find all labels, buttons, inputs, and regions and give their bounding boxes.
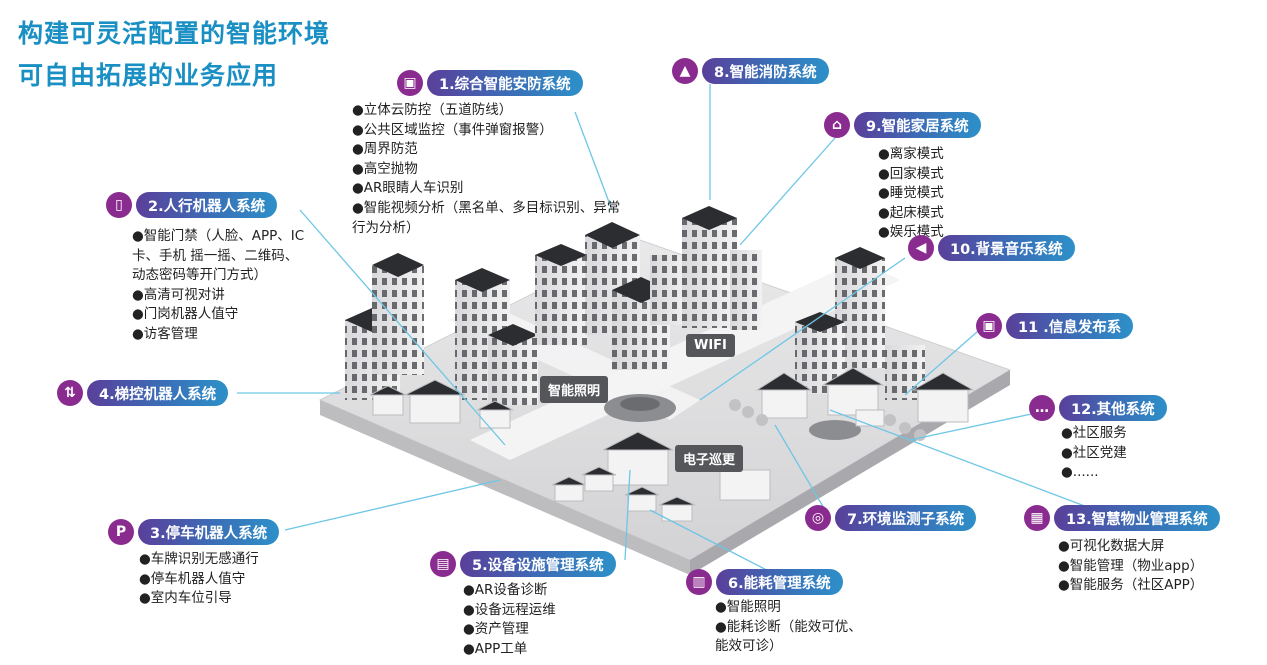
system-3-parking: P 3.停车机器人系统 <box>108 519 280 545</box>
list-item: ●社区党建 <box>1061 444 1127 461</box>
display-icon: ▣ <box>976 313 1002 339</box>
system-13-property: ▦ 13.智慧物业管理系统 <box>1024 505 1220 531</box>
system-13-items: ●可视化数据大屏 ●智能管理（物业app） ●智能服务（社区APP） <box>1058 537 1203 596</box>
system-9-label: 9.智能家居系统 <box>854 112 981 138</box>
system-5-facility: ▤ 5.设备设施管理系统 <box>430 551 616 577</box>
system-2-label: 2.人行机器人系统 <box>136 192 278 218</box>
fire-alarm-icon: ▲ <box>672 58 698 84</box>
elevator-icon: ⇅ <box>57 380 83 406</box>
list-item: ●周界防范 <box>352 141 418 158</box>
list-item: ●资产管理 <box>463 621 529 638</box>
list-item: ●公共区域监控（事件弹窗报警） <box>352 121 553 138</box>
system-10-music: ◀ 10.背景音乐系统 <box>908 235 1075 261</box>
plaza <box>809 420 861 440</box>
system-6-items: ●智能照明 ●能耗诊断（能效可优、 能效可诊） <box>715 598 862 657</box>
system-6-label: 6.能耗管理系统 <box>716 569 843 595</box>
patrol-label: 电子巡更 <box>675 445 744 472</box>
road-main <box>470 260 900 460</box>
system-13-label: 13.智慧物业管理系统 <box>1054 505 1220 531</box>
list-item: ●AR设备诊断 <box>463 582 548 598</box>
list-item: ●车牌识别无感通行 <box>139 551 259 567</box>
list-item: ●停车机器人值守 <box>139 570 246 587</box>
list-item: ●室内车位引导 <box>139 590 232 607</box>
tower-buildings <box>345 206 925 405</box>
system-5-items: ●AR设备诊断 ●设备远程运维 ●资产管理 ●APP工单 <box>463 581 556 659</box>
system-12-label: 12.其他系统 <box>1059 395 1167 421</box>
system-7-environment: ◎ 7.环境监测子系统 <box>805 505 977 531</box>
list-item: 动态密码等开门方式） <box>132 267 267 284</box>
system-4-elevator: ⇅ 4.梯控机器人系统 <box>57 380 229 406</box>
system-5-label: 5.设备设施管理系统 <box>460 551 616 577</box>
list-item: ●回家模式 <box>878 165 944 182</box>
list-item: ●APP工单 <box>463 640 528 657</box>
system-9-smart-home: ⌂ 9.智能家居系统 <box>824 112 981 138</box>
system-7-label: 7.环境监测子系统 <box>835 505 977 531</box>
list-item: ●智能门禁（人脸、APP、IC <box>132 228 305 244</box>
environment-icon: ◎ <box>805 505 831 531</box>
list-item: ●可视化数据大屏 <box>1058 538 1165 554</box>
door-icon: ▯ <box>106 192 132 218</box>
list-item: ●社区服务 <box>1061 425 1127 441</box>
list-item: ●智能管理（物业app） <box>1058 557 1204 574</box>
list-item: ●访客管理 <box>132 325 198 342</box>
list-item: ●立体云防控（五道防线） <box>352 102 513 118</box>
system-1-items: ●立体云防控（五道防线） ●公共区域监控（事件弹窗报警） ●周界防范 ●高空抛物… <box>352 101 620 238</box>
parking-icon: P <box>108 519 134 545</box>
system-12-items: ●社区服务 ●社区党建 ●...... <box>1061 424 1127 483</box>
list-item: ●高空抛物 <box>352 160 418 177</box>
list-item: ●门岗机器人值守 <box>132 306 239 323</box>
system-11-info: ▣ 11 .信息发布系 <box>976 313 1134 339</box>
page-title: 构建可灵活配置的智能环境 <box>18 19 331 48</box>
list-item: ●睡觉模式 <box>878 185 944 202</box>
device-icon: ▤ <box>430 551 456 577</box>
system-2-items: ●智能门禁（人脸、APP、IC 卡、手机 摇一摇、二维码、 动态密码等开门方式）… <box>132 227 304 345</box>
system-4-label: 4.梯控机器人系统 <box>87 380 229 406</box>
speaker-icon: ◀ <box>908 235 934 261</box>
list-item: ●设备远程运维 <box>463 601 556 618</box>
list-item: ●智能照明 <box>715 599 781 615</box>
list-item: 能效可诊） <box>715 638 783 655</box>
connector-lines <box>237 84 1091 583</box>
list-item: 行为分析） <box>352 219 420 236</box>
system-3-items: ●车牌识别无感通行 ●停车机器人值守 ●室内车位引导 <box>139 550 259 609</box>
houses <box>369 367 975 522</box>
list-item: 卡、手机 摇一摇、二维码、 <box>132 247 299 264</box>
page-subtitle: 可自由拓展的业务应用 <box>18 61 279 90</box>
system-10-label: 10.背景音乐系统 <box>938 235 1075 261</box>
system-11-label: 11 .信息发布系 <box>1006 313 1134 339</box>
system-3-label: 3.停车机器人系统 <box>138 519 280 545</box>
system-8-label: 8.智能消防系统 <box>702 58 829 84</box>
camera-icon: ▣ <box>397 70 423 96</box>
system-8-fire: ▲ 8.智能消防系统 <box>672 58 829 84</box>
system-2-pedestrian: ▯ 2.人行机器人系统 <box>106 192 278 218</box>
list-item: ●AR眼睛人车识别 <box>352 180 464 197</box>
lighting-label: 智能照明 <box>540 376 609 403</box>
list-item: ●离家模式 <box>878 146 944 162</box>
list-item: ●起床模式 <box>878 204 944 221</box>
list-item: ●能耗诊断（能效可优、 <box>715 618 862 635</box>
ground-edge <box>320 400 690 575</box>
meter-icon: ▥ <box>686 569 712 595</box>
wifi-label: WIFI <box>686 334 735 357</box>
list-item: ●...... <box>1061 464 1099 481</box>
home-icon: ⌂ <box>824 112 850 138</box>
system-9-items: ●离家模式 ●回家模式 ●睡觉模式 ●起床模式 ●娱乐模式 <box>878 145 944 243</box>
system-1-security: ▣ 1.综合智能安防系统 <box>397 70 583 96</box>
list-item: ●智能服务（社区APP） <box>1058 577 1204 594</box>
property-icon: ▦ <box>1024 505 1050 531</box>
more-icon: … <box>1029 395 1055 421</box>
system-6-energy: ▥ 6.能耗管理系统 <box>686 569 843 595</box>
list-item: ●高清可视对讲 <box>132 286 225 303</box>
system-12-other: … 12.其他系统 <box>1029 395 1167 421</box>
list-item: ●智能视频分析（黑名单、多目标识别、异常 <box>352 199 621 216</box>
system-1-label: 1.综合智能安防系统 <box>427 70 583 96</box>
